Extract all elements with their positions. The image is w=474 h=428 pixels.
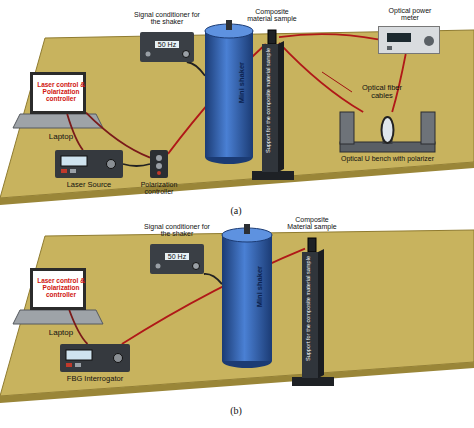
display-value: 50 Hz [165,253,189,260]
display [61,156,87,166]
sample-support: Support for the composite material sampl… [302,252,324,386]
screen-text: Laser control & Polarization controller [36,82,86,102]
button [61,169,67,173]
laptop: Laser control & Polarization controllerL… [30,72,86,114]
knob [107,160,116,169]
device-label: Laser Source [51,181,127,189]
mini-shaker: Mini shaker [222,228,272,368]
stinger [226,20,232,30]
cable [67,114,83,150]
signal-conditioner: 50 HzSignal conditioner for the shaker [140,32,194,62]
cable [204,274,222,284]
upright [421,112,435,144]
leader-line [322,72,352,92]
base [292,377,334,386]
device-label: Optical U bench with polarizer [340,155,435,162]
knob [424,36,434,46]
sample-art [305,238,319,252]
knob [156,155,162,161]
device-label: Support for the composite material sampl… [306,256,312,361]
device-label: Polarization controller [126,181,192,196]
laptop-base [13,310,103,324]
knob [114,354,123,363]
upright [340,112,354,144]
dev-art [55,150,123,178]
composite-sample: Composite Material sample [305,238,319,252]
polarizer [382,117,394,143]
display [387,33,411,42]
sample-support: Support for the composite material sampl… [262,44,284,180]
polarization-controller: Polarization controller [150,150,168,178]
device-label: Composite material sample [245,8,299,23]
ubench-art [340,112,435,152]
plate [308,238,316,252]
button [75,363,81,367]
sample-art [265,30,279,44]
knob [156,163,162,169]
signal-conditioner: 50 HzSignal conditioner for the shaker [150,244,204,274]
meter-art [379,27,441,55]
cable [392,54,406,112]
device-label: Support for the composite material sampl… [266,48,272,153]
panel-label: (b) [224,406,248,417]
mini-shaker: Mini shaker [205,24,253,164]
device-label: Mini shaker [256,266,264,307]
led [157,171,161,175]
laser-source: Laser Source [55,150,123,178]
optical-power-meter: Optical power meter [378,26,440,54]
button [387,46,392,50]
button [70,169,76,173]
device-label: FBG Interrogator [56,375,134,383]
cable [123,164,150,166]
screen-text: Laser control & Polarization controller [36,278,86,298]
cylinder-body [205,31,253,157]
device-label: Laptop [36,329,86,337]
display-value: 50 Hz [155,41,179,48]
pillar-front [302,252,318,378]
pillar-side [278,41,284,172]
knob [146,52,151,57]
cable-label: Optical fiber cables [352,84,412,100]
fbg-interrogator: FBG Interrogator [60,344,130,372]
device-label: Optical power meter [382,7,438,22]
composite-sample: Composite material sample [265,30,279,44]
cable [279,34,378,39]
pc-art [150,150,168,178]
knob [183,51,190,58]
cylinder-body [222,235,272,361]
device-label: Mini shaker [238,62,246,103]
panel-label: (a) [224,206,248,217]
dev-art [60,344,130,372]
laptop: Laser control & Polarization controllerL… [30,268,86,310]
display [66,350,92,360]
cable [69,310,87,344]
pillar-side [318,249,324,378]
plate [268,30,276,44]
cable [279,43,363,112]
knob [193,263,200,270]
device-label: Laptop [36,133,86,141]
base [252,171,294,180]
knob [156,264,161,269]
optical-u-bench: Optical U bench with polarizer [340,112,435,152]
button [66,363,72,367]
cable [187,62,205,76]
device-label: Signal conditioner for the shaker [134,11,200,26]
stinger [244,224,250,234]
device-label: Signal conditioner for the shaker [144,223,210,238]
device-label: Composite Material sample [285,216,339,231]
pillar-front [262,44,278,172]
shaker-art [222,228,272,368]
